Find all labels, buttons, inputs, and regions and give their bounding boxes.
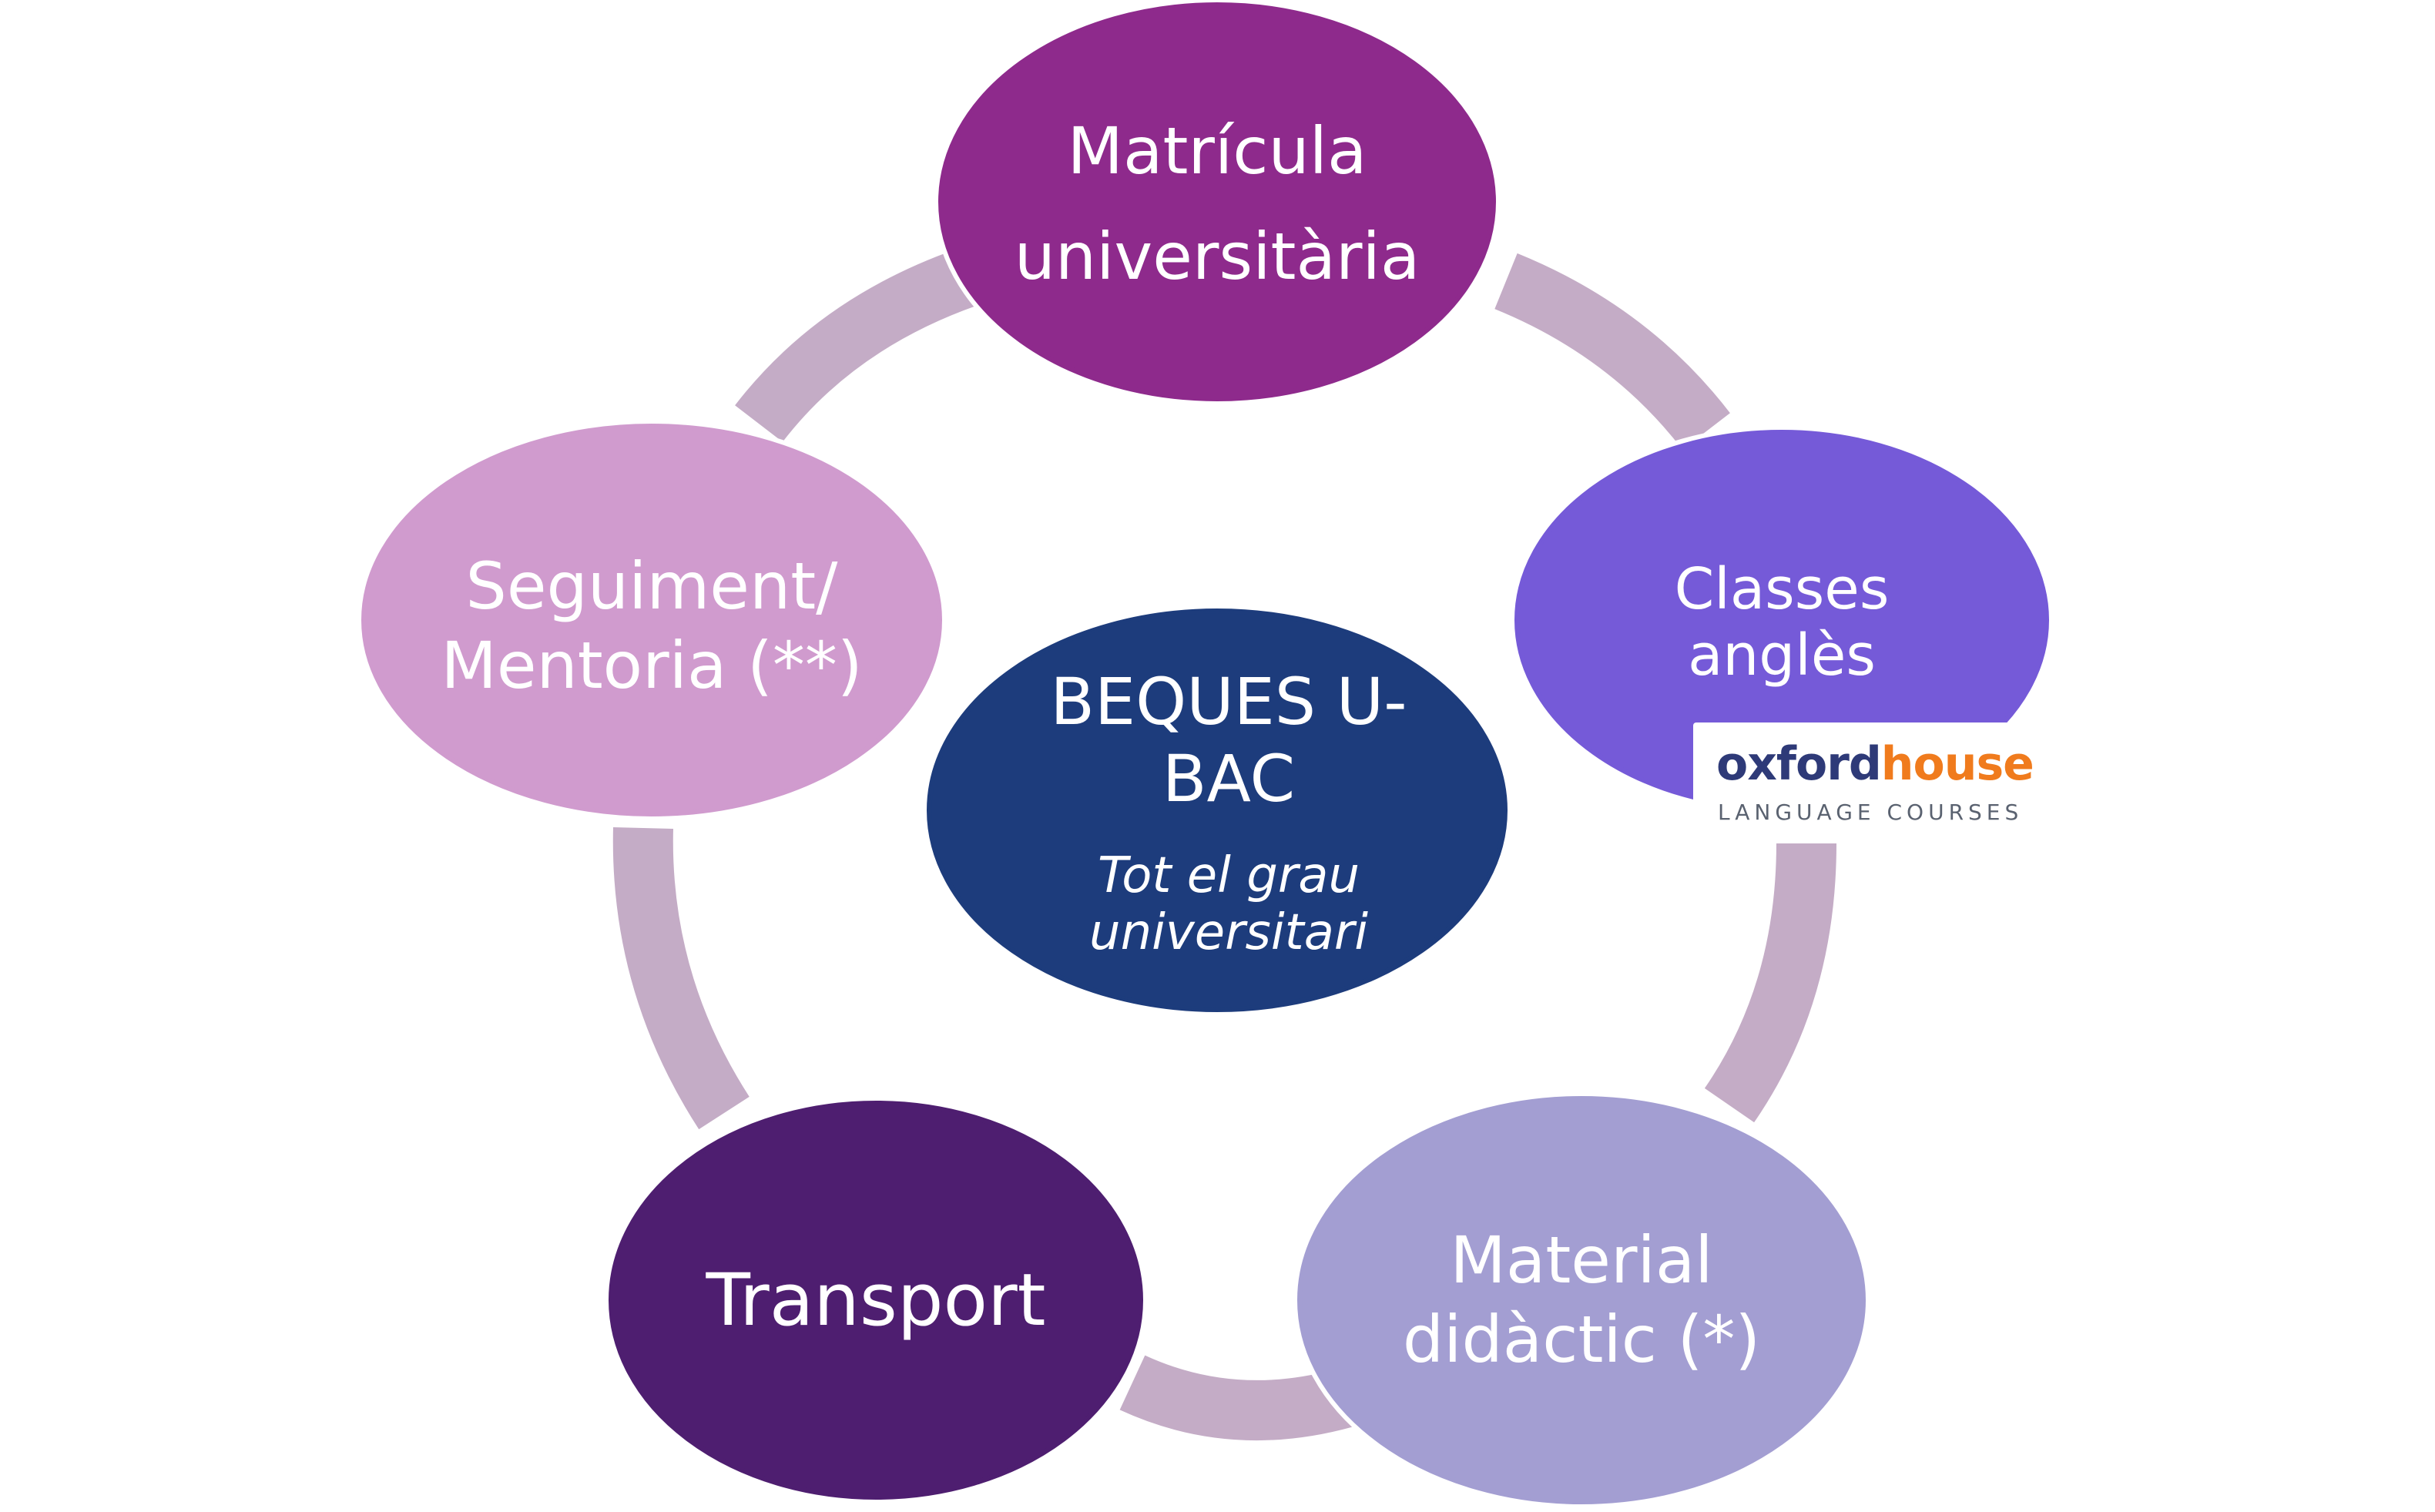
node-matricula: Matrícula universitària [934, 0, 1501, 406]
oxford-house-logo: oxfordhouse LANGUAGE COURSES [1693, 722, 2052, 836]
connector-transport-seguiment [612, 827, 750, 1130]
node-material-label-line1: Material [1450, 1222, 1712, 1298]
connector-material-transport [1119, 1355, 1353, 1440]
center-title-line1: BEQUES U- [1050, 664, 1407, 739]
connector-matricula-classes [1494, 253, 1730, 450]
node-transport-label: Transport [705, 1259, 1045, 1343]
node-matricula-label-line2: universitària [1015, 219, 1420, 294]
node-seguiment-shape [357, 419, 947, 821]
node-center: BEQUES U- BAC Tot el grau universitari [922, 604, 1512, 1017]
center-title-line2: BAC [1162, 741, 1295, 816]
node-classes-label-line2: anglès [1688, 622, 1876, 689]
logo-word-house: house [1880, 737, 2034, 791]
logo-word-oxford: oxford [1716, 737, 1882, 791]
node-center-shape [922, 604, 1512, 1017]
node-seguiment-label-line2: Mentoria (**) [441, 628, 862, 703]
node-material-label-line2: didàctic (*) [1403, 1302, 1760, 1377]
node-transport: Transport [604, 1096, 1148, 1504]
node-material: Material didàctic (*) [1293, 1091, 1870, 1509]
oxford-house-wordmark: oxfordhouse [1716, 741, 2034, 787]
logo-tagline: LANGUAGE COURSES [1718, 800, 2024, 825]
center-subtitle-line1: Tot el grau [1098, 847, 1360, 904]
node-seguiment-label-line1: Seguiment/ [466, 548, 839, 624]
center-subtitle-line2: universitari [1089, 904, 1368, 961]
node-seguiment: Seguiment/ Mentoria (**) [357, 419, 947, 821]
connector-classes-material [1704, 843, 1836, 1123]
connector-seguiment-matricula [735, 249, 978, 443]
node-classes: Classes anglès [1510, 425, 2054, 815]
node-material-shape [1293, 1091, 1870, 1509]
node-matricula-shape [934, 0, 1501, 406]
node-classes-label-line1: Classes [1675, 556, 1890, 622]
node-transport-shape [604, 1096, 1148, 1504]
connector-ring [612, 249, 1836, 1440]
node-matricula-label-line1: Matrícula [1068, 113, 1367, 189]
